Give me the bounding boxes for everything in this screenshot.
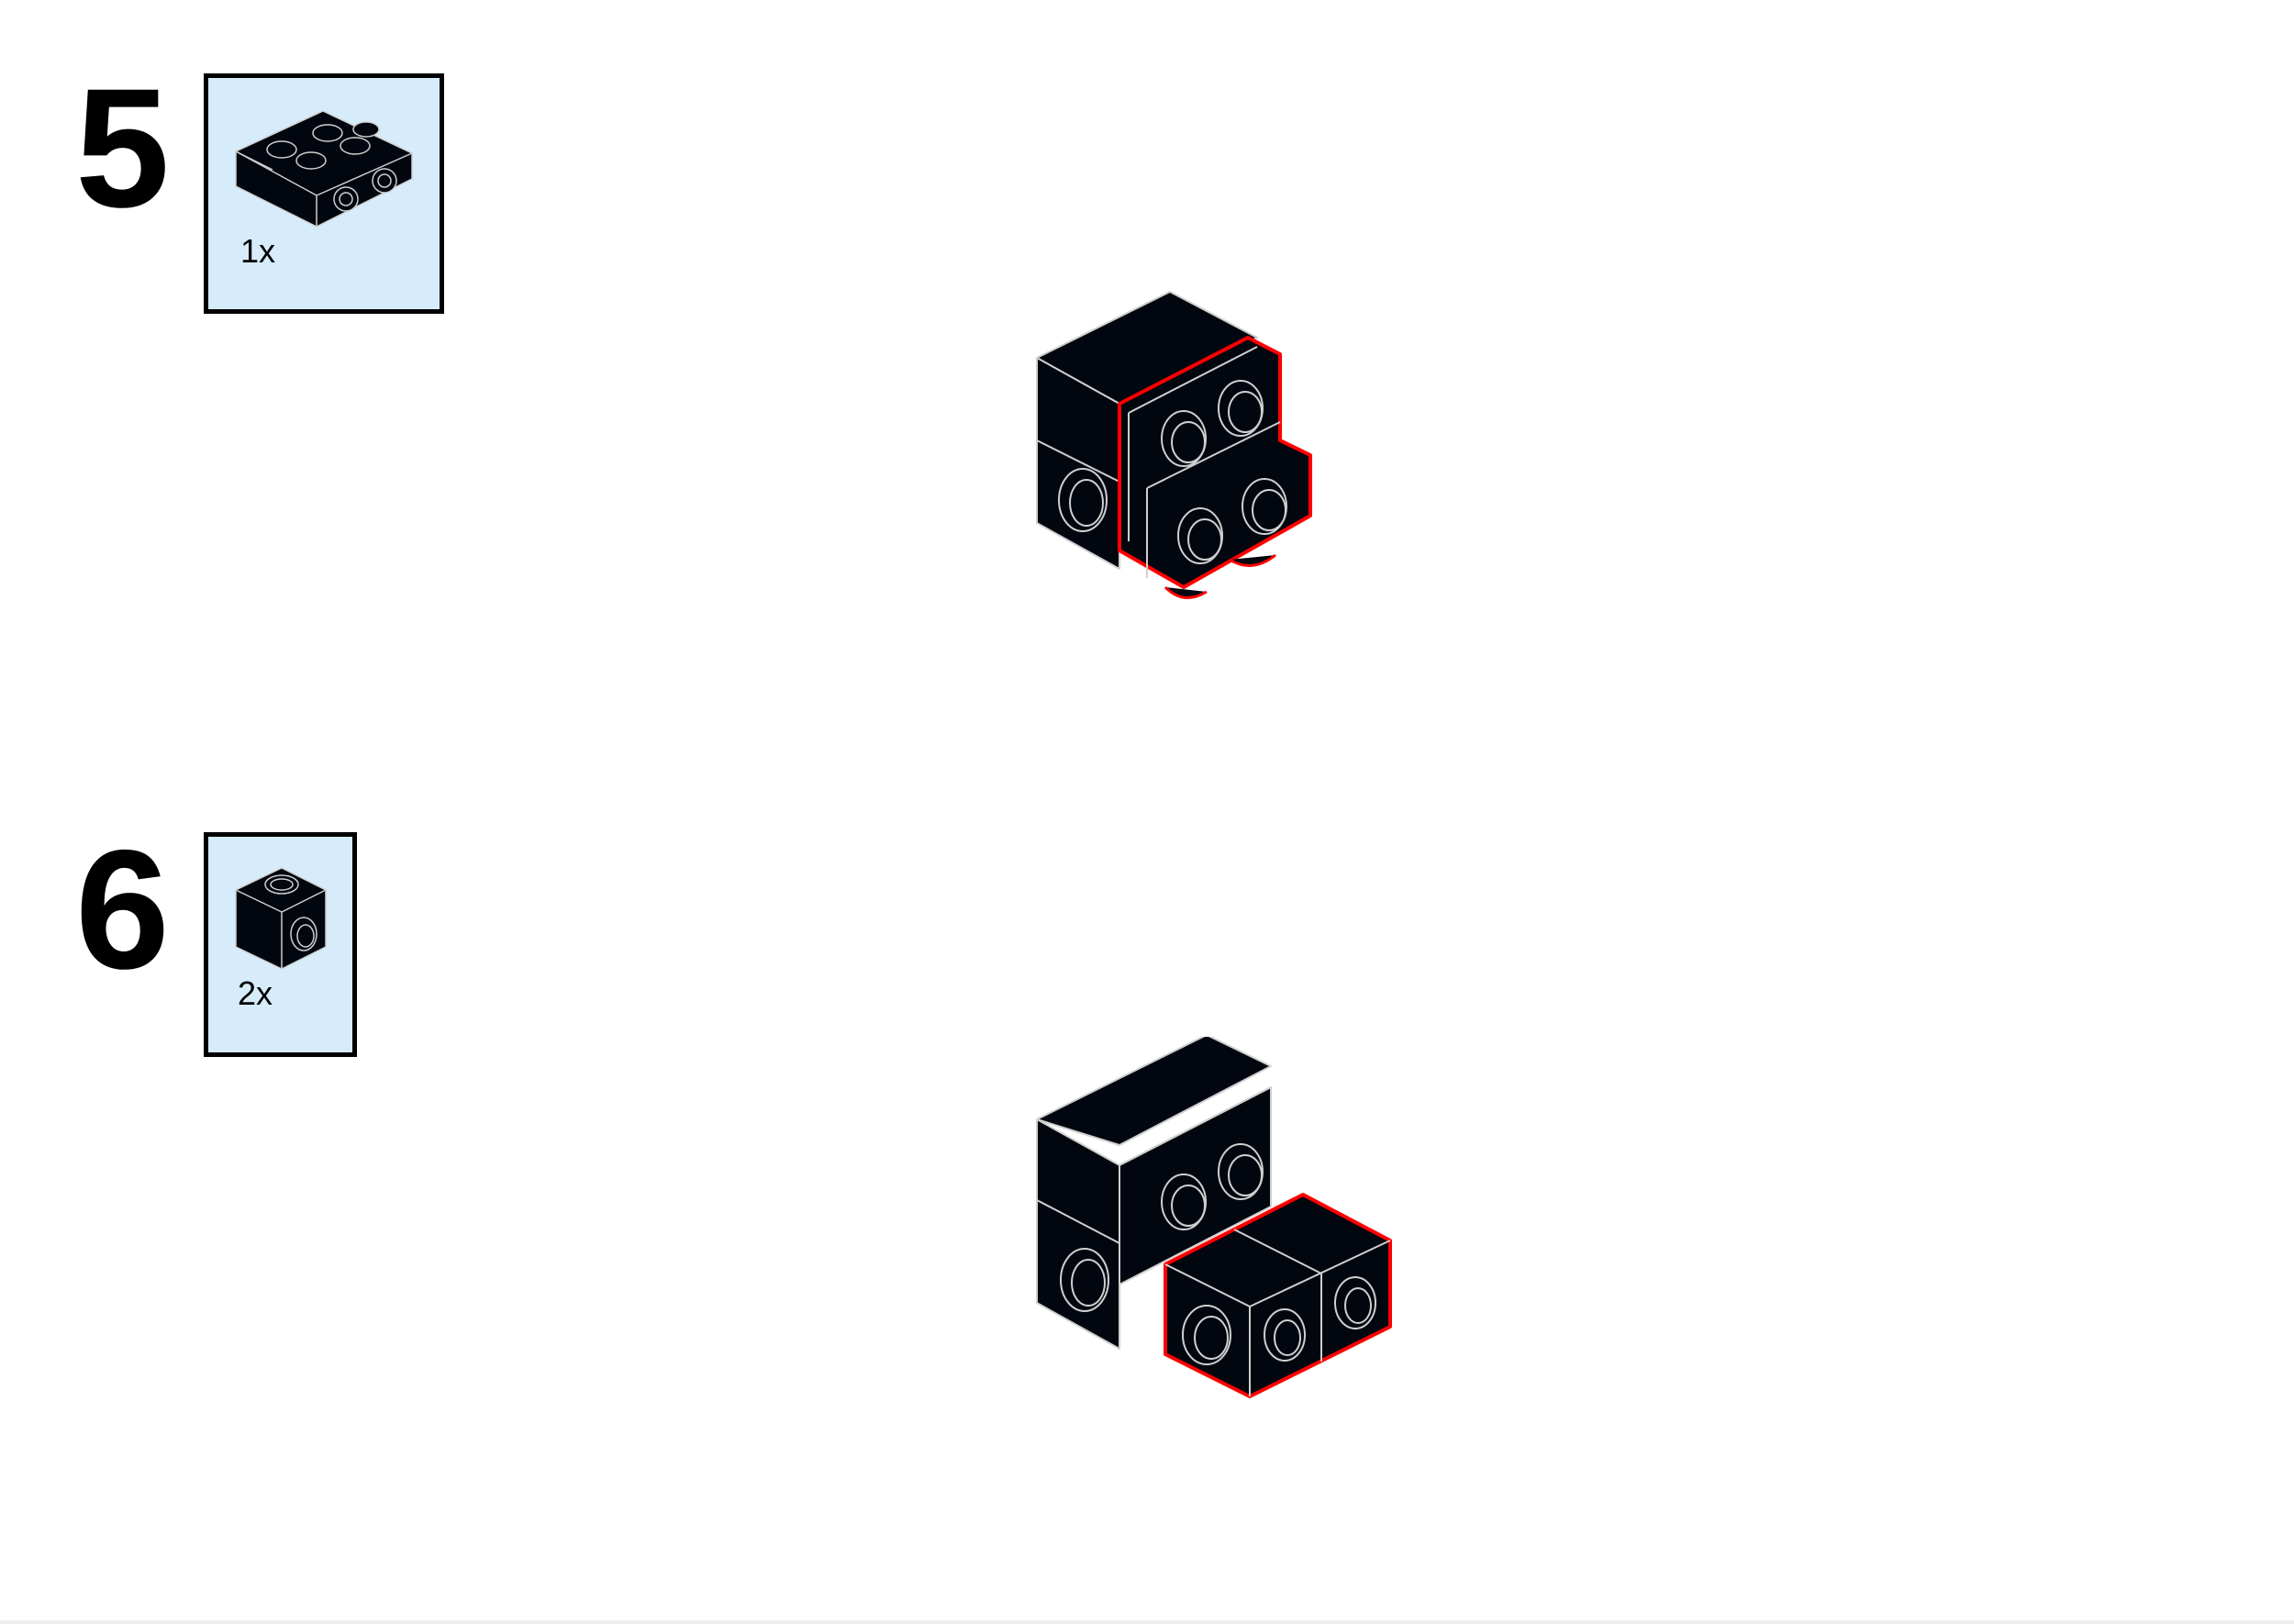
step-5-part-quantity: 1x bbox=[240, 232, 276, 270]
step-5-assembly-illustration bbox=[1036, 291, 1312, 599]
step-6-number: 6 bbox=[75, 816, 170, 1005]
plate-2x3-with-technic-holes-icon bbox=[235, 110, 413, 228]
step-6-assembly-illustration bbox=[1036, 1037, 1392, 1398]
step-5-parts-background bbox=[208, 78, 440, 309]
step-6-part-quantity: 2x bbox=[238, 974, 273, 1012]
step-6-parts-box: 2x bbox=[204, 832, 357, 1057]
step-6-parts-background bbox=[208, 837, 352, 1052]
page-bottom-rule bbox=[0, 1620, 2294, 1624]
step-5-number: 5 bbox=[75, 54, 170, 243]
step-5-new-part-highlight bbox=[1118, 336, 1312, 599]
step-6-new-part-highlight bbox=[1164, 1193, 1392, 1398]
technic-brick-1x1-with-hole-icon bbox=[235, 867, 327, 970]
step-5-parts-box: 1x bbox=[204, 73, 444, 314]
